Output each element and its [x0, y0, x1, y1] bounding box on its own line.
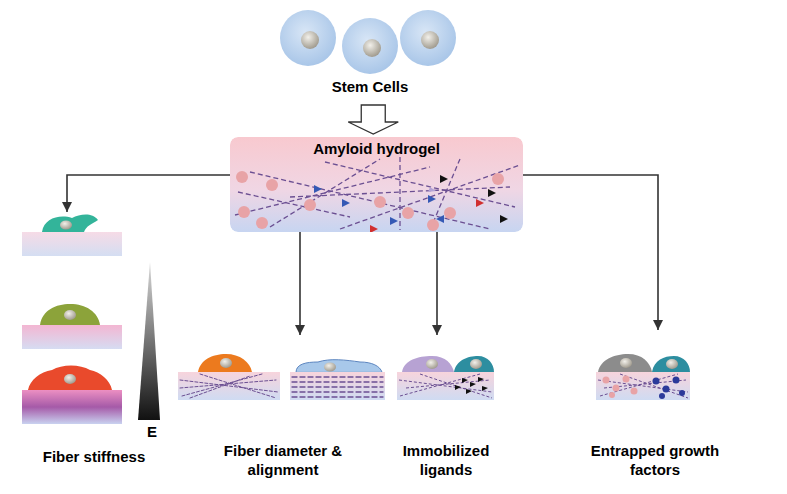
block-arrow [348, 105, 398, 134]
growth-factor-substrate [596, 354, 690, 400]
ligand-substrate [397, 356, 494, 400]
panel-caption: Fiber stiffness [43, 447, 146, 466]
panel-caption: Fiber diameter & alignment [203, 441, 363, 479]
stiffness-substrates [22, 215, 160, 425]
outcome-panel: Fiber diameter & alignment [172, 335, 394, 483]
flow-arrow [295, 232, 305, 335]
panel-caption: Immobilized ligands [392, 441, 500, 479]
hydrogel-box: Amyloid hydrogel [230, 137, 523, 232]
outcome-panel: Immobilized ligands [392, 335, 500, 483]
stem-cell [280, 10, 456, 74]
diameter-substrates [178, 354, 385, 400]
hydrogel-title: Amyloid hydrogel [230, 137, 523, 158]
flow-arrow [432, 232, 442, 335]
outcome-panel: Entrapped growth factors [582, 330, 728, 483]
flow-arrow [523, 175, 663, 330]
panel-caption: Entrapped growth factors [582, 441, 728, 479]
flow-arrow [62, 175, 230, 212]
cell-group: Stem Cells [270, 4, 470, 100]
modulus-symbol: E [147, 423, 157, 440]
cell-label: Stem Cells [332, 77, 409, 96]
outcome-panel: Fiber stiffness [10, 212, 178, 470]
